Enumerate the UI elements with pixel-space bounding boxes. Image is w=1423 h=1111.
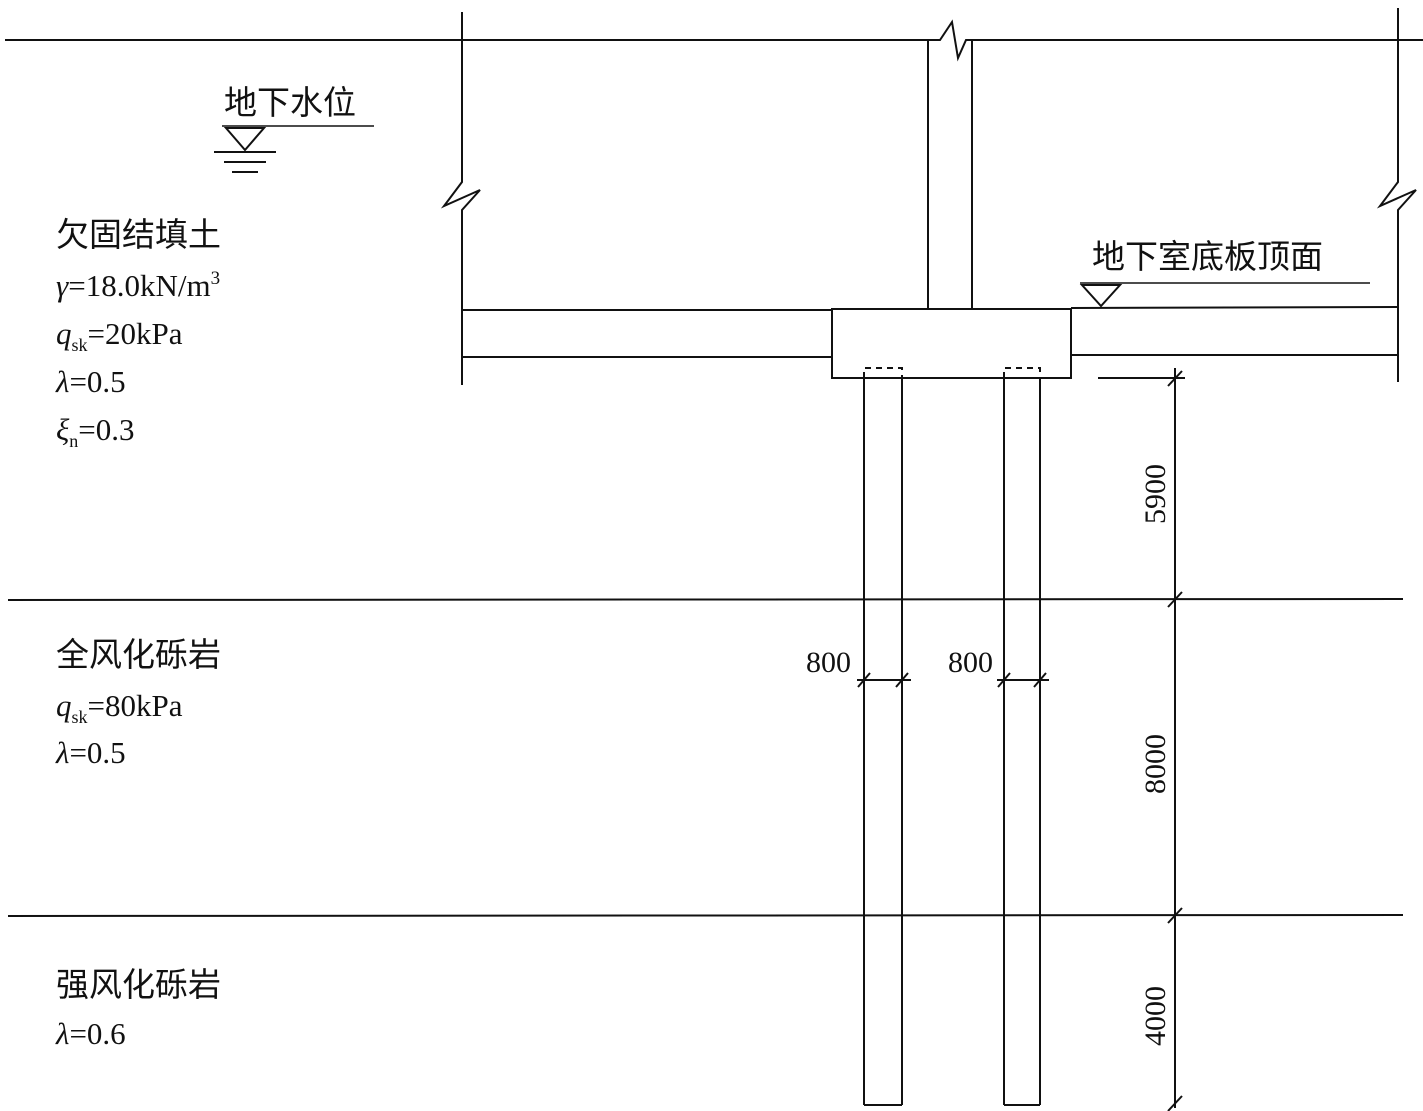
pile-diameter-left-label: 800 — [806, 646, 851, 679]
layer-1-param-unit-weight: γ=18.0kN/m3 — [56, 268, 220, 303]
water-table-symbol — [214, 125, 374, 173]
pile-left — [863, 367, 903, 1106]
vertical-dimension-line — [1098, 368, 1185, 1111]
layer-1-param-lambda: λ=0.5 — [55, 364, 126, 399]
stratum-boundary-1 — [7, 598, 1404, 601]
pile-diameter-right-label: 800 — [948, 646, 993, 679]
basement-floor-slab — [462, 306, 1399, 358]
basement-left-wall — [440, 12, 481, 385]
layer-2-param-lambda: λ=0.5 — [55, 735, 126, 770]
layer-2-name: 全风化砾岩 — [56, 635, 221, 674]
stratum-boundary-2 — [7, 914, 1404, 917]
pile-cap — [831, 308, 1072, 379]
column — [927, 40, 973, 309]
layer-1-param-skin-friction: qsk=20kPa — [56, 316, 183, 355]
layer-2-param-skin-friction: qsk=80kPa — [56, 688, 183, 727]
pile-diameter-dimension-right — [997, 672, 1049, 688]
basement-floor-top-label: 地下室底板顶面 — [1092, 237, 1323, 276]
basement-floor-top-marker — [1079, 282, 1370, 308]
layer-1-param-xi: ξn=0.3 — [56, 412, 135, 451]
pile-right — [1003, 367, 1041, 1106]
layer-3-param-lambda: λ=0.6 — [55, 1016, 126, 1051]
water-table-label: 地下水位 — [224, 83, 356, 122]
layer-3-name: 强风化砾岩 — [56, 965, 221, 1004]
ground-surface-line — [5, 19, 1423, 62]
basement-right-wall — [1376, 8, 1417, 382]
dimension-layer-2-thickness: 8000 — [1139, 734, 1172, 794]
dimension-layer-3-thickness: 4000 — [1139, 986, 1172, 1046]
pile-diameter-dimension-left — [857, 672, 911, 688]
dimension-layer-1-thickness: 5900 — [1139, 464, 1172, 524]
layer-1-name: 欠固结填土 — [56, 215, 221, 254]
